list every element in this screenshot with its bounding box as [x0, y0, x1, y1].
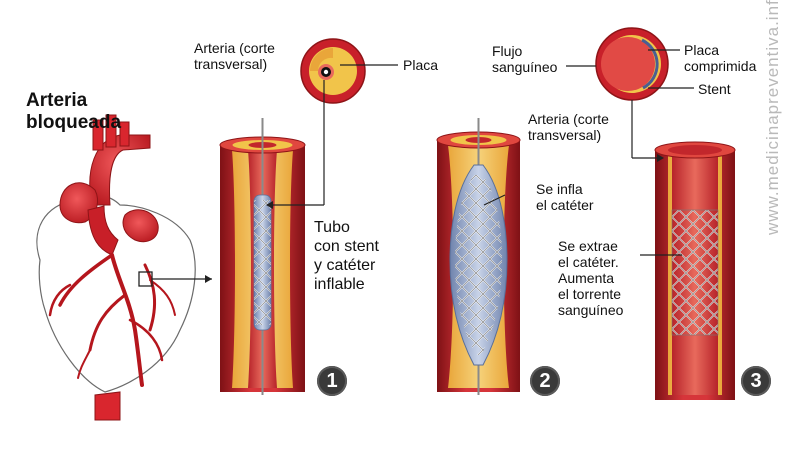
aorta — [89, 134, 151, 206]
label-extrae: Se extrae el catéter. Aumenta el torrent… — [558, 238, 624, 318]
watermark: www.medicinapreventiva.info — [763, 0, 782, 235]
step-badge-2: 2 — [530, 366, 560, 396]
step-badge-1: 1 — [317, 366, 347, 396]
label-flujo: Flujo sanguíneo — [492, 43, 558, 75]
heart-illustration — [36, 114, 212, 421]
cross-section-1 — [266, 38, 398, 209]
cross-section-2 — [566, 27, 694, 162]
label-artery-cross-1: Arteria (corte transversal) — [194, 40, 275, 72]
label-placa: Placa — [403, 57, 439, 73]
label-placa-comprimida: Placa comprimida — [684, 42, 757, 74]
artery-1 — [219, 118, 306, 395]
label-stent: Stent — [698, 81, 731, 97]
artery-3 — [654, 141, 736, 400]
label-artery-cross-2: Arteria (corte transversal) — [528, 111, 609, 143]
main-title: Arteria bloqueada — [26, 90, 122, 133]
artery-2 — [436, 118, 521, 395]
label-infla: Se infla el catéter — [536, 181, 594, 213]
step-badge-3: 3 — [741, 366, 771, 396]
label-tube-stent: Tubo con stent y catéter inflable — [314, 219, 379, 293]
